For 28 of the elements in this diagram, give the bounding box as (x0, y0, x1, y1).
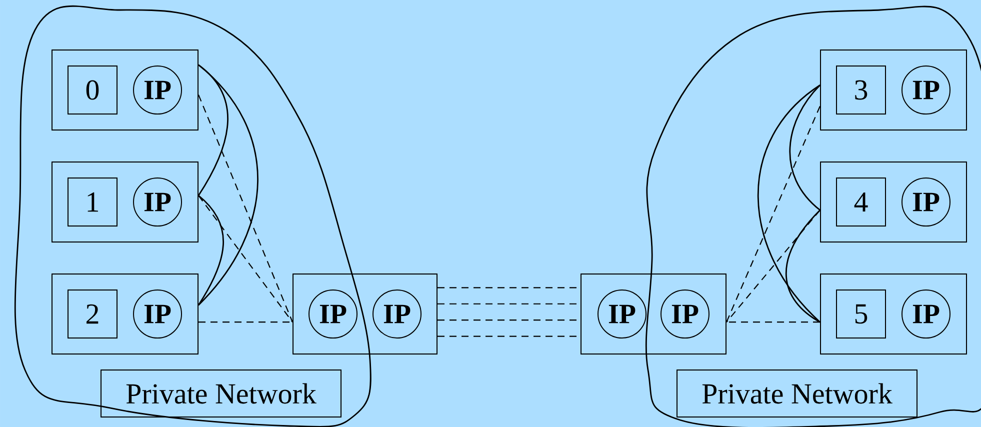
number-box: 4 (836, 178, 886, 226)
connection-line (789, 84, 821, 211)
connection-line (198, 195, 224, 306)
number-box: 2 (68, 290, 118, 338)
connection-line (726, 106, 820, 322)
connection-line (198, 64, 228, 196)
number-box: 0 (68, 66, 118, 114)
connection-line (198, 195, 293, 322)
connection-line (726, 322, 820, 323)
gateway-box (580, 274, 726, 354)
host-box (52, 162, 198, 242)
host-box (820, 50, 967, 130)
host-box (820, 274, 967, 354)
connection-line (198, 94, 294, 322)
number-box: 5 (836, 290, 886, 338)
connection-line (786, 210, 821, 323)
number-box: 3 (836, 66, 886, 114)
connection-line (757, 84, 820, 323)
network-boundary (645, 6, 981, 427)
host-box (52, 274, 198, 354)
host-box (52, 50, 198, 130)
gateway-box (292, 274, 438, 354)
host-box (820, 162, 967, 242)
network-boundary (14, 5, 372, 427)
connection-line (198, 64, 258, 306)
number-box: 1 (68, 178, 118, 226)
connection-line (726, 210, 820, 322)
connection-line (198, 322, 292, 323)
